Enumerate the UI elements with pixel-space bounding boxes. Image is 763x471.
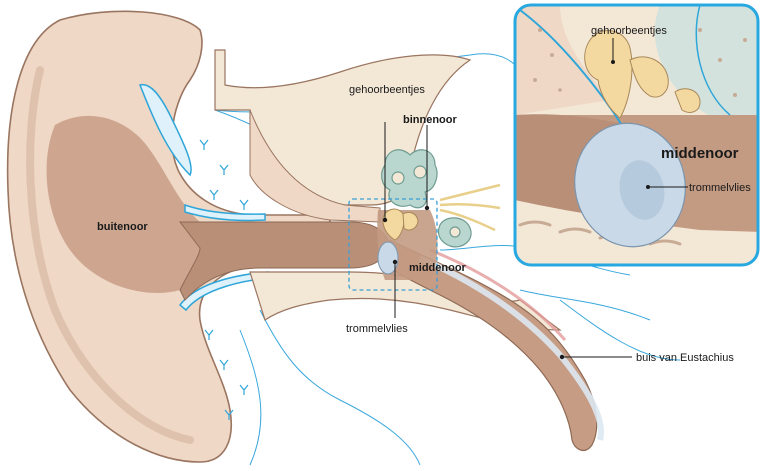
label-buis-van-eustachius: buis van Eustachius	[636, 352, 734, 364]
label-gehoorbeentjes: gehoorbeentjes	[349, 84, 425, 96]
inset-label-trommelvlies: trommelvlies	[689, 182, 751, 194]
inset-panel: gehoorbeentjes middenoor trommelvlies	[515, 5, 760, 265]
inset-label-middenoor: middenoor	[661, 145, 739, 162]
label-buitenoor: buitenoor	[97, 221, 148, 233]
label-middenoor: middenoor	[409, 262, 467, 274]
inset-label-gehoorbeentjes: gehoorbeentjes	[591, 25, 667, 37]
label-binnenoor: binnenoor	[403, 114, 457, 126]
label-trommelvlies: trommelvlies	[346, 323, 408, 335]
